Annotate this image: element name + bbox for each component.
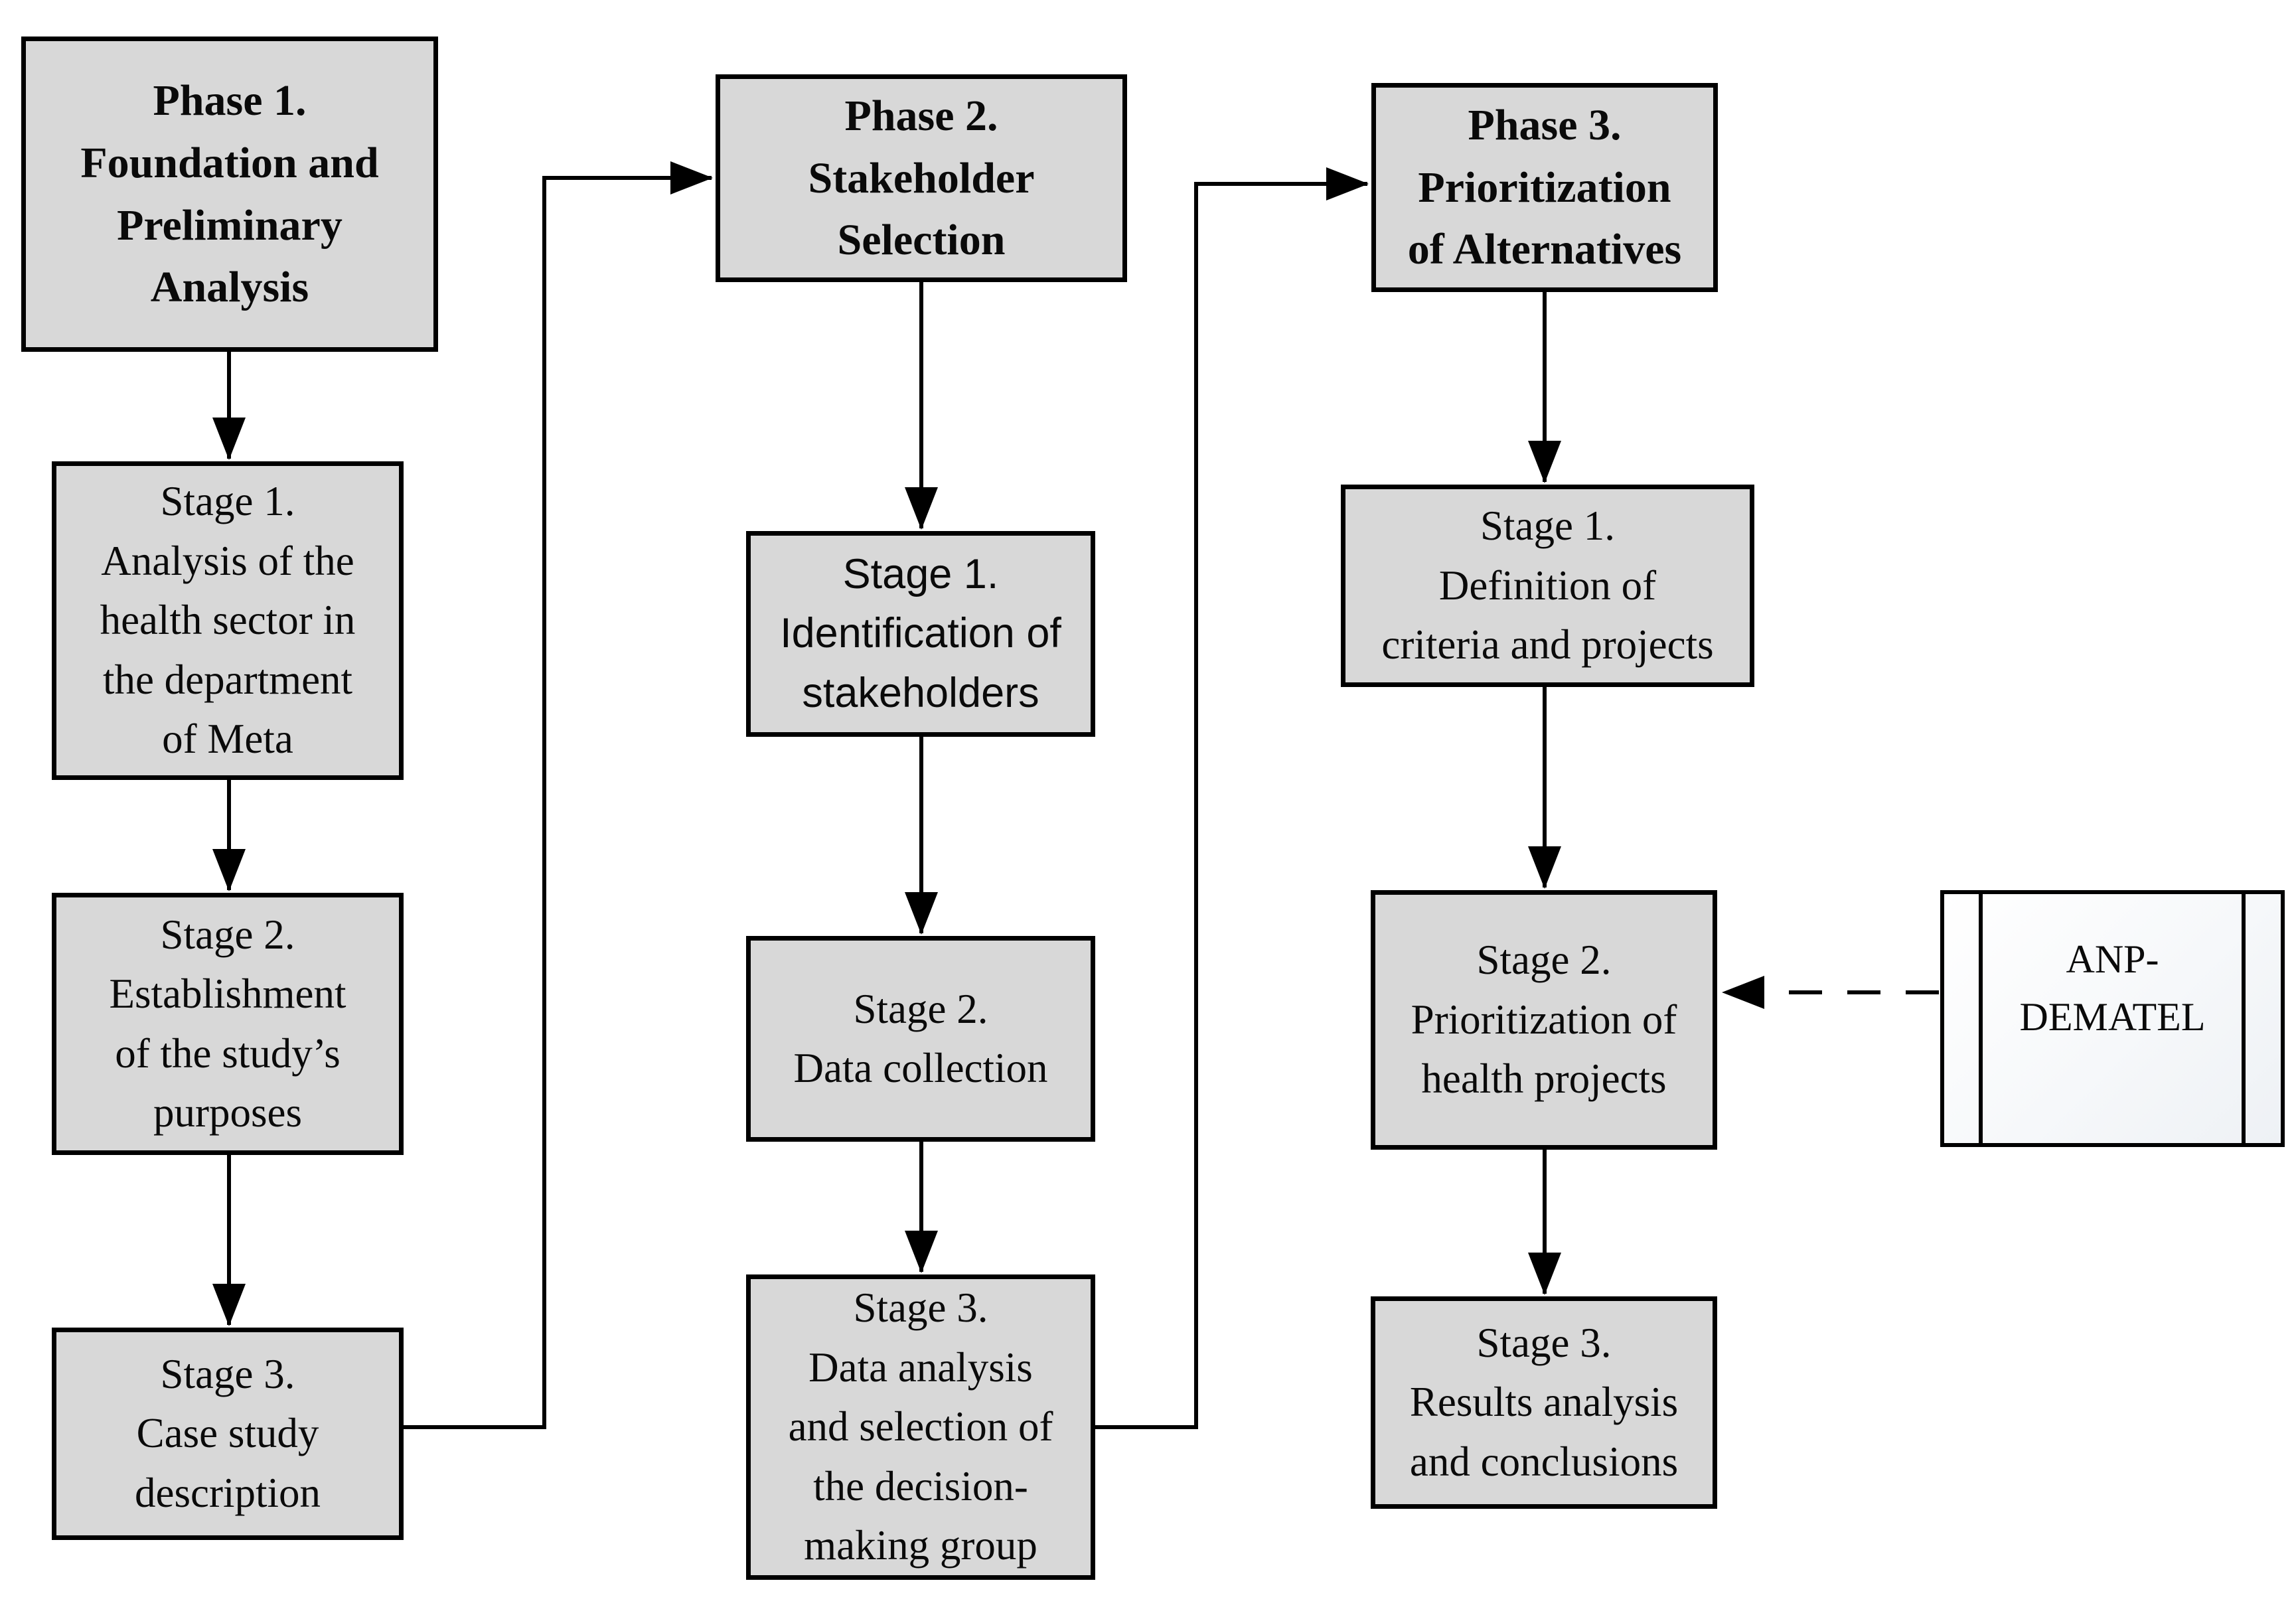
anp-dematel-label: ANP- DEMATEL — [2019, 937, 2206, 1039]
col3-stage-1-box: Stage 1. Definition of criteria and proj… — [1341, 485, 1754, 687]
col1-stage-3-label: Stage 3. Case study description — [135, 1350, 321, 1516]
col3-stage-2-box: Stage 2. Prioritization of health projec… — [1371, 890, 1717, 1150]
phase-3-label: Phase 3. Prioritization of Alternatives — [1407, 100, 1682, 274]
col1-stage-3-box: Stage 3. Case study description — [52, 1328, 404, 1540]
col2-stage-1-label: Stage 1. Identification of stakeholders — [780, 550, 1061, 716]
col1-stage-1-box: Stage 1. Analysis of the health sector i… — [52, 461, 404, 780]
elbow-arrow-c1s3-to-phase2 — [404, 161, 713, 1429]
col2-stage-2-box: Stage 2. Data collection — [746, 936, 1095, 1142]
col3-stage-1-label: Stage 1. Definition of criteria and proj… — [1381, 502, 1714, 668]
col1-stage-2-label: Stage 2. Establishment of the study’s pu… — [109, 911, 346, 1136]
col3-stage-2-label: Stage 2. Prioritization of health projec… — [1411, 937, 1677, 1103]
col2-stage-1-box: Stage 1. Identification of stakeholders — [746, 531, 1095, 737]
col2-stage-3-box: Stage 3. Data analysis and selection of … — [746, 1274, 1095, 1580]
col3-stage-3-label: Stage 3. Results analysis and conclusion… — [1409, 1319, 1679, 1485]
phase-2-box: Phase 2. Stakeholder Selection — [716, 74, 1127, 282]
elbow-arrow-c2s3-to-phase3 — [1095, 167, 1369, 1429]
phase-1-label: Phase 1. Foundation and Preliminary Anal… — [80, 76, 379, 312]
col2-stage-3-label: Stage 3. Data analysis and selection of … — [788, 1284, 1053, 1569]
anp-dematel-right-bar — [2242, 894, 2246, 1143]
col1-stage-2-box: Stage 2. Establishment of the study’s pu… — [52, 893, 404, 1155]
anp-dematel-box: ANP- DEMATEL — [1940, 890, 2285, 1147]
col1-stage-1-label: Stage 1. Analysis of the health sector i… — [100, 478, 356, 763]
phase-2-label: Phase 2. Stakeholder Selection — [808, 91, 1035, 265]
phase-1-box: Phase 1. Foundation and Preliminary Anal… — [21, 37, 438, 352]
col2-stage-2-label: Stage 2. Data collection — [793, 985, 1048, 1091]
phase-3-box: Phase 3. Prioritization of Alternatives — [1371, 83, 1718, 292]
col3-stage-3-box: Stage 3. Results analysis and conclusion… — [1371, 1296, 1717, 1509]
anp-dematel-left-bar — [1979, 894, 1983, 1143]
